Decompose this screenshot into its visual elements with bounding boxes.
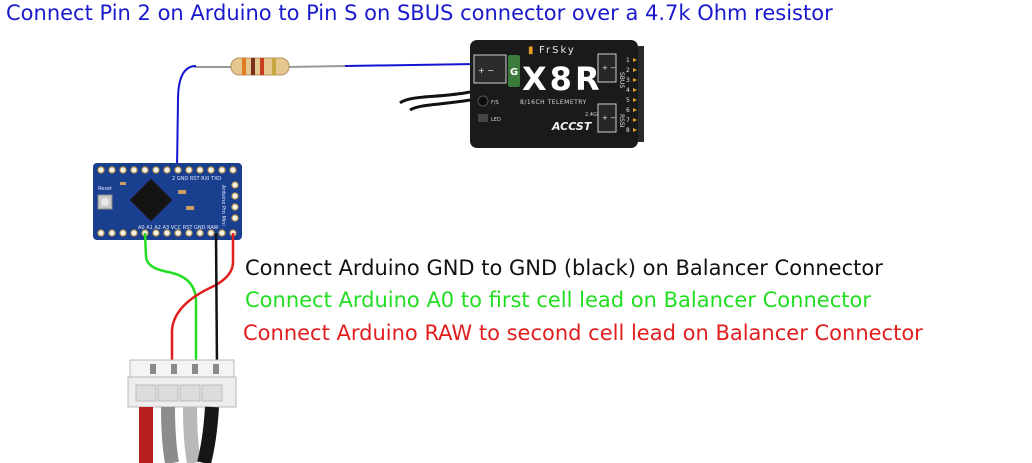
channel-4: 4	[626, 87, 630, 94]
fs-button	[477, 95, 489, 107]
receiver-brand: FrSky	[539, 45, 576, 56]
receiver-g-logo	[508, 55, 520, 87]
channel-arrows	[633, 58, 637, 132]
frsky-x8r-receiver: + − G ▮ FrSky X8R 8/16CH TELEMETRY 2.4GH…	[470, 40, 644, 148]
receiver-band: 2.4GHz	[585, 112, 604, 118]
blue-wire	[176, 63, 476, 169]
gnd-caption: Connect Arduino GND to GND (black) on Ba…	[245, 256, 883, 280]
channel-numbers: 1 2 3 4 5 6 7 8	[626, 57, 630, 134]
channel-8: 8	[626, 127, 630, 134]
arduino-pro-mini: Reset 2 GND RST RXI TXO A0 A1 A2 A3 VCC …	[93, 163, 242, 240]
rssi-label: RSSI	[618, 114, 625, 128]
top-caption: Connect Pin 2 on Arduino to Pin S on SBU…	[6, 1, 833, 25]
cable-grey-2	[183, 406, 201, 463]
fs-label: F/S	[491, 100, 499, 106]
svg-text:▮: ▮	[528, 45, 534, 56]
balancer-wires	[143, 232, 235, 369]
black-wire	[214, 232, 219, 369]
balancer-connector	[127, 359, 237, 463]
sbus-label: SBUS	[618, 72, 625, 88]
svg-text:+ −: + −	[602, 64, 616, 72]
channel-1: 1	[626, 57, 630, 64]
svg-text:+ −: + −	[478, 66, 494, 75]
channel-3: 3	[626, 77, 630, 84]
led-label: LED	[491, 117, 501, 123]
cable-black	[197, 406, 219, 463]
arduino-side-label: Arduino Pro Mini	[220, 185, 226, 226]
raw-caption: Connect Arduino RAW to second cell lead …	[243, 321, 923, 345]
header-holes	[97, 166, 239, 237]
green-wire	[143, 232, 198, 368]
receiver-subtitle: 8/16CH TELEMETRY	[520, 99, 587, 106]
a0-caption: Connect Arduino A0 to first cell lead on…	[245, 288, 871, 312]
receiver-model: X8R	[522, 60, 603, 98]
channel-5: 5	[626, 97, 630, 104]
resistor	[194, 57, 346, 76]
svg-text:+ −: + −	[602, 114, 616, 122]
svg-text:G: G	[510, 67, 518, 78]
antenna-wires	[399, 90, 471, 112]
microcontroller-chip	[129, 178, 173, 222]
reset-label: Reset	[98, 186, 112, 192]
arduino-top-labels: 2 GND RST RXI TXO	[172, 176, 221, 182]
arduino-bottom-labels: A0 A1 A2 A3 VCC RST GND RAW	[138, 225, 219, 231]
channel-7: 7	[626, 117, 630, 124]
red-wire	[170, 233, 235, 368]
receiver-accst: ACCST	[551, 120, 593, 133]
channel-6: 6	[626, 107, 630, 114]
cable-grey-1	[161, 406, 179, 463]
led-indicator	[478, 114, 488, 122]
channel-2: 2	[626, 67, 630, 74]
